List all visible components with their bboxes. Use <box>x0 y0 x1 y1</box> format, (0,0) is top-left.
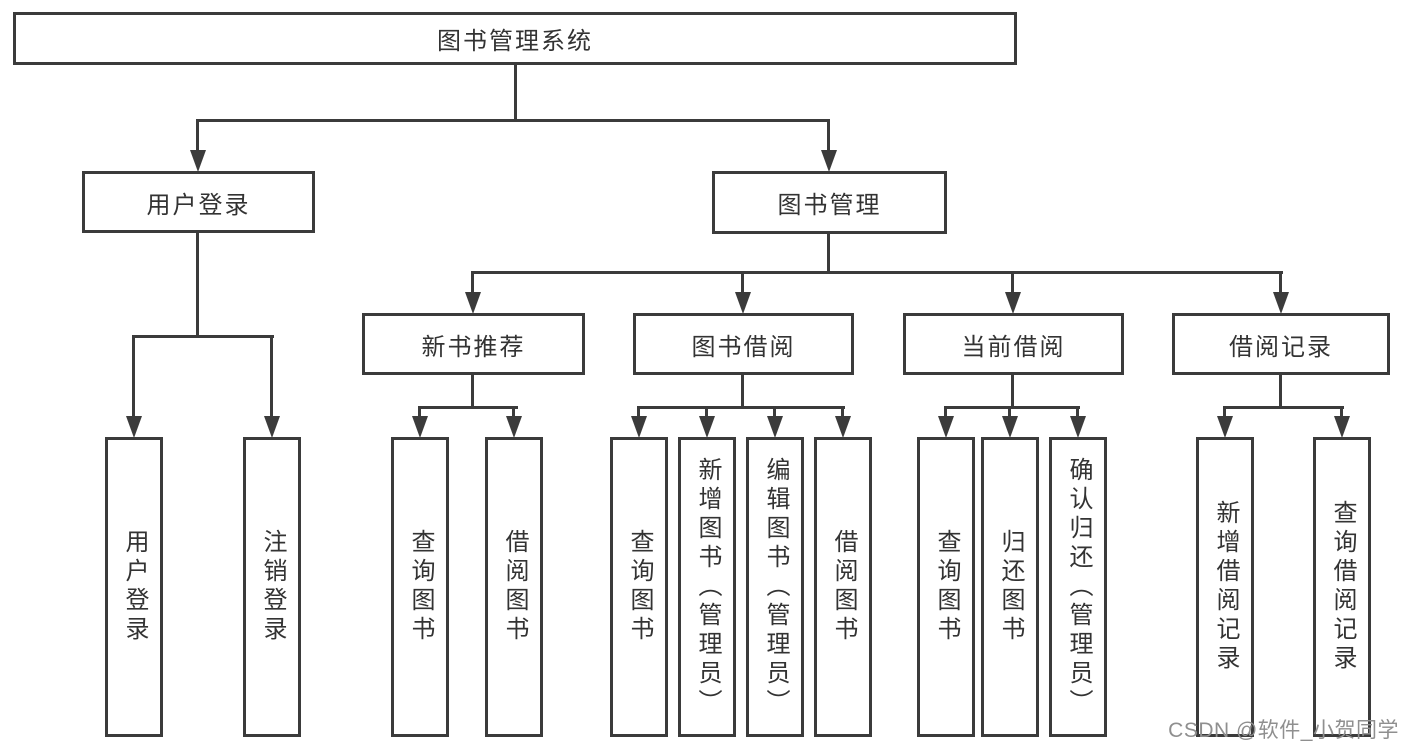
connector-line <box>841 406 844 420</box>
connector-line <box>1011 271 1014 296</box>
connector-line <box>512 406 515 420</box>
connector-line <box>196 231 199 337</box>
connector-line <box>1008 406 1011 420</box>
node-book-borrow: 图书借阅 <box>633 313 854 375</box>
connector-line <box>1223 406 1226 420</box>
node-library-management-system: 图书管理系统 <box>13 12 1017 65</box>
node-user-login: 用户登录 <box>82 171 315 233</box>
arrowhead-icon <box>735 292 751 314</box>
arrowhead-icon <box>1070 416 1086 438</box>
connector-line <box>637 406 845 409</box>
arrowhead-icon <box>1005 292 1021 314</box>
leaf-return-book: 归还图书 <box>981 437 1039 737</box>
node-current-borrow: 当前借阅 <box>903 313 1124 375</box>
connector-line <box>418 406 421 420</box>
leaf-query-borrow-record: 查询借阅记录 <box>1313 437 1371 737</box>
arrowhead-icon <box>821 150 837 172</box>
connector-line <box>1340 406 1343 420</box>
leaf-add-book-admin: 新增图书（管理员） <box>678 437 736 737</box>
leaf-confirm-return-admin: 确认归还（管理员） <box>1049 437 1107 737</box>
arrowhead-icon <box>190 150 206 172</box>
connector-line <box>1279 373 1282 408</box>
arrowhead-icon <box>938 416 954 438</box>
connector-line <box>132 335 135 420</box>
connector-line <box>741 373 744 408</box>
arrowhead-icon <box>835 416 851 438</box>
connector-line <box>944 406 1080 409</box>
leaf-add-borrow-record: 新增借阅记录 <box>1196 437 1254 737</box>
connector-line <box>1076 406 1079 420</box>
connector-line <box>705 406 708 420</box>
connector-line <box>827 119 830 156</box>
arrowhead-icon <box>465 292 481 314</box>
connector-line <box>471 271 1283 274</box>
connector-line <box>741 271 744 296</box>
leaf-user-login: 用户登录 <box>105 437 163 737</box>
arrowhead-icon <box>1334 416 1350 438</box>
arrowhead-icon <box>264 416 280 438</box>
leaf-edit-book-admin: 编辑图书（管理员） <box>746 437 804 737</box>
connector-line <box>773 406 776 420</box>
connector-line <box>1223 406 1344 409</box>
leaf-borrow-book: 借阅图书 <box>814 437 872 737</box>
connector-line <box>514 64 517 122</box>
node-new-book-recommend: 新书推荐 <box>362 313 585 375</box>
leaf-query-book-current: 查询图书 <box>917 437 975 737</box>
leaf-logout: 注销登录 <box>243 437 301 737</box>
arrowhead-icon <box>1273 292 1289 314</box>
connector-line <box>471 271 474 296</box>
leaf-query-book-borrow: 查询图书 <box>610 437 668 737</box>
connector-line <box>196 119 830 122</box>
connector-line <box>471 373 474 408</box>
connector-line <box>418 406 518 409</box>
connector-line <box>637 406 640 420</box>
node-borrow-records: 借阅记录 <box>1172 313 1390 375</box>
arrowhead-icon <box>506 416 522 438</box>
arrowhead-icon <box>412 416 428 438</box>
connector-line <box>132 335 274 338</box>
arrowhead-icon <box>699 416 715 438</box>
connector-line <box>1011 373 1014 408</box>
arrowhead-icon <box>767 416 783 438</box>
node-book-management: 图书管理 <box>712 171 947 234</box>
connector-line <box>1279 271 1282 296</box>
arrowhead-icon <box>126 416 142 438</box>
arrowhead-icon <box>1217 416 1233 438</box>
connector-line <box>196 119 199 156</box>
csdn-watermark: CSDN @软件_小贺同学 <box>1168 719 1399 742</box>
leaf-query-book-recommend: 查询图书 <box>391 437 449 737</box>
leaf-borrow-book-recommend: 借阅图书 <box>485 437 543 737</box>
connector-line <box>944 406 947 420</box>
arrowhead-icon <box>631 416 647 438</box>
connector-line <box>827 233 830 273</box>
arrowhead-icon <box>1002 416 1018 438</box>
connector-line <box>270 335 273 420</box>
